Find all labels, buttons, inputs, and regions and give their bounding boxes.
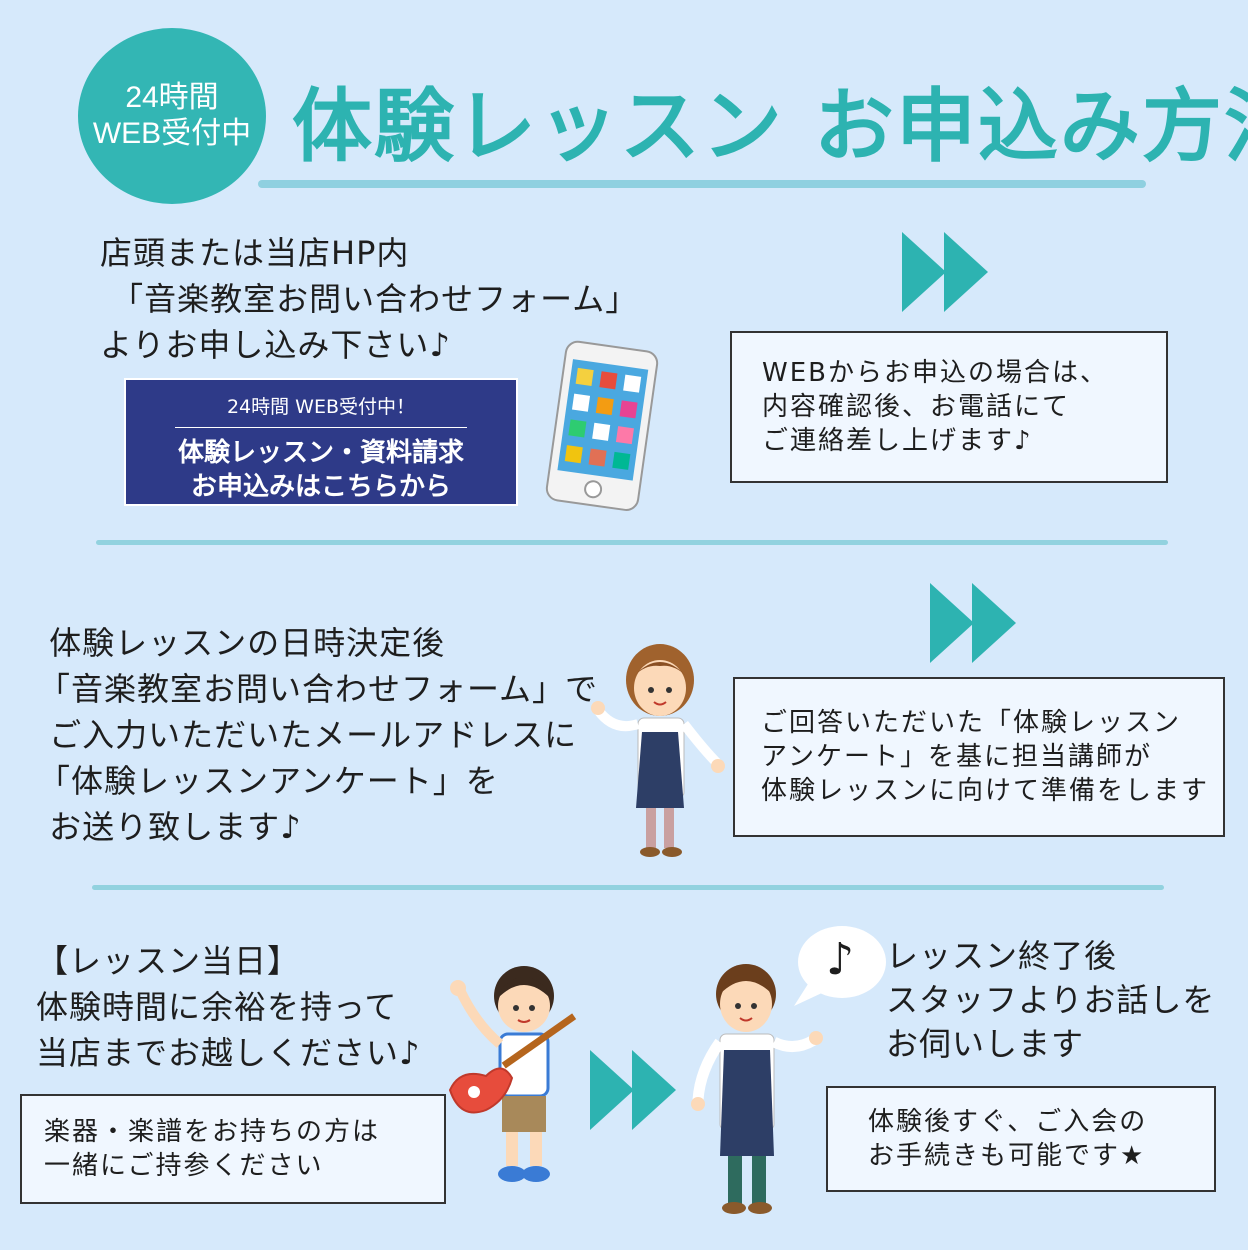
divider-2 [92, 885, 1164, 890]
title-underline [258, 180, 1146, 188]
step3-speech: レッスン終了後 スタッフよりお話しを お伺いします [886, 937, 1216, 1063]
badge-line1: 24時間 [125, 81, 219, 114]
web-badge: 24時間 WEB受付中 [78, 28, 266, 204]
web-button-line1: 体験レッスン・資料請求 [177, 438, 464, 468]
male-staff-illustration [691, 964, 823, 1214]
boy-guitar-illustration [448, 966, 577, 1182]
web-application-button[interactable]: 24時間 WEB受付中！ 体験レッスン・資料請求 お申込みはこちらから [124, 378, 518, 506]
web-button-divider [175, 427, 467, 428]
page-title: 体験レッスン お申込み方法 [292, 80, 1248, 173]
step3-text: 【レッスン当日】 体験時間に余裕を持って 当店までお越しください♪ [36, 942, 421, 1072]
step1-note-box: WEBからお申込の場合は、 内容確認後、お電話にて ご連絡差し上げます♪ [730, 331, 1168, 483]
fast-forward-icon [930, 583, 1016, 663]
divider-1 [96, 540, 1168, 545]
music-note-icon: ♪ [826, 934, 855, 985]
web-button-line2: お申込みはこちらから [190, 472, 451, 502]
step2-note-box: ご回答いただいた「体験レッスン アンケート」を基に担当講師が 体験レッスンに向け… [733, 677, 1225, 837]
step2-text: 体験レッスンの日時決定後 「音楽教室お問い合わせフォーム」で ご入力いただいたメ… [38, 624, 599, 846]
step1-text: 店頭または当店HP内 「音楽教室お問い合わせフォーム」 よりお申し込み下さい♪ [100, 234, 639, 364]
step3-note-right-box: 体験後すぐ、ご入会の お手続きも可能です★ [826, 1086, 1216, 1192]
smartphone-icon [545, 340, 659, 511]
step3-note-left-box: 楽器・楽譜をお持ちの方は 一緒にご持参ください [20, 1094, 446, 1204]
speech-bubble [794, 926, 886, 1006]
step2-note: ご回答いただいた「体験レッスン アンケート」を基に担当講師が 体験レッスンに向け… [761, 708, 1210, 806]
step3-note-right: 体験後すぐ、ご入会の お手続きも可能です★ [868, 1107, 1148, 1171]
badge-line2: WEB受付中 [92, 117, 252, 150]
step1-note: WEBからお申込の場合は、 内容確認後、お電話にて ご連絡差し上げます♪ [762, 358, 1108, 456]
female-staff-illustration [591, 644, 725, 857]
fast-forward-icon [902, 232, 988, 312]
step3-note-left: 楽器・楽譜をお持ちの方は 一緒にご持参ください [44, 1117, 381, 1181]
fast-forward-icon [590, 1050, 676, 1130]
web-button-small: 24時間 WEB受付中！ [226, 396, 416, 418]
